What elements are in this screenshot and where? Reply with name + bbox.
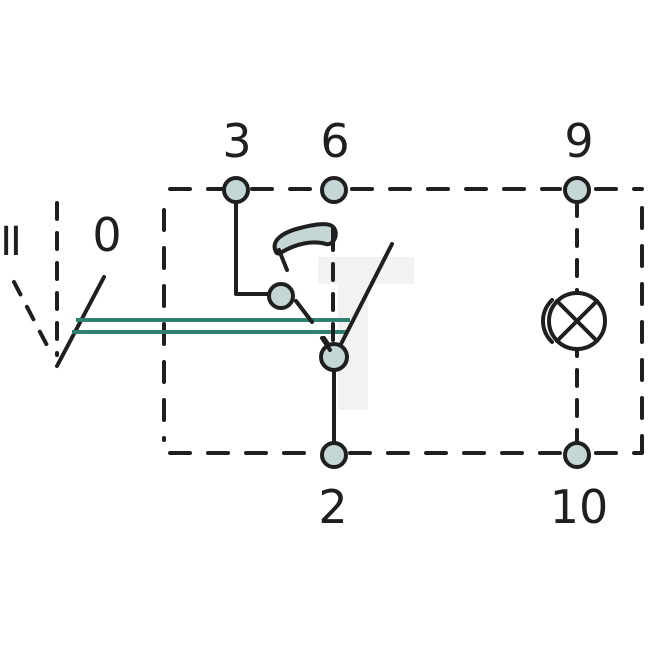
terminal-9-label: 9	[564, 114, 594, 168]
terminal-3-connector	[222, 176, 250, 204]
common-contact-pivot	[319, 342, 349, 372]
rocker-contact-arm	[338, 242, 394, 348]
position-ii-dashed-line	[12, 280, 54, 357]
terminal-3-label: 3	[222, 114, 252, 168]
bridge-contact	[272, 222, 338, 272]
switch-position-indicator	[12, 201, 106, 368]
terminal-2-label: 2	[318, 480, 348, 534]
wire-terminal-3	[234, 188, 272, 296]
terminal-6-connector	[320, 176, 348, 204]
terminal-2-connector	[320, 441, 348, 469]
position-ii-label: II	[0, 219, 22, 265]
indicator-lamp-icon	[541, 291, 607, 351]
terminal-6-label: 6	[320, 114, 350, 168]
position-0-label: 0	[92, 208, 122, 262]
pivot-v-left	[320, 336, 332, 352]
wiring	[234, 188, 579, 454]
rocker-alt-dashed	[294, 299, 314, 324]
terminal-10-label: 10	[549, 480, 609, 534]
terminal-10-connector	[563, 441, 591, 469]
terminal-9-connector	[563, 176, 591, 204]
mechanical-linkage	[72, 318, 350, 334]
enclosure-dashed-box	[162, 187, 644, 455]
terminals	[222, 176, 591, 469]
contact-3-pivot	[267, 282, 295, 310]
